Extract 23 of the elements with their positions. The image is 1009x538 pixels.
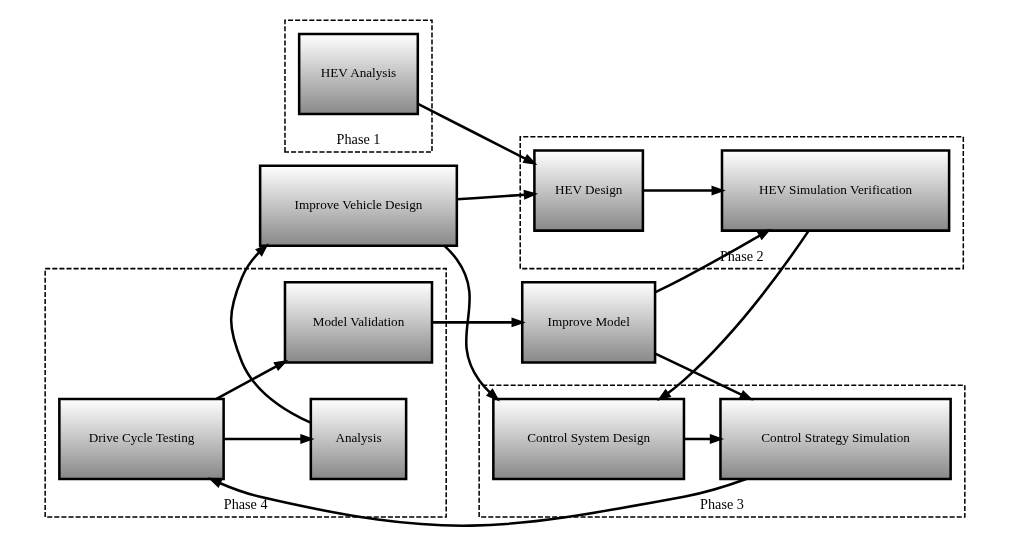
arrow: [654, 352, 754, 401]
arrow: [416, 102, 537, 165]
arrow: [223, 434, 315, 444]
arrow: [654, 228, 771, 294]
node-box: Improve Vehicle Design: [258, 164, 458, 248]
node-box: HEV Design: [532, 149, 644, 232]
arrow: [229, 243, 311, 424]
arrow: [456, 189, 538, 201]
node-box: Control System Design: [491, 397, 685, 481]
node-box: HEV Analysis: [297, 32, 419, 116]
arrow: [215, 359, 288, 400]
node-box: HEV Simulation Verification: [720, 149, 950, 232]
node-box: Control Strategy Simulation: [718, 397, 952, 481]
arrow: [642, 185, 726, 196]
node-box: Model Validation: [283, 281, 433, 364]
arrow: [683, 434, 724, 444]
arrow: [207, 477, 747, 527]
arrow: [443, 245, 500, 402]
node-box: Improve Model: [520, 281, 656, 364]
node-box: Drive Cycle Testing: [57, 397, 225, 481]
node-box: Analysis: [309, 397, 407, 481]
arrow: [656, 230, 810, 402]
arrow: [431, 317, 526, 328]
